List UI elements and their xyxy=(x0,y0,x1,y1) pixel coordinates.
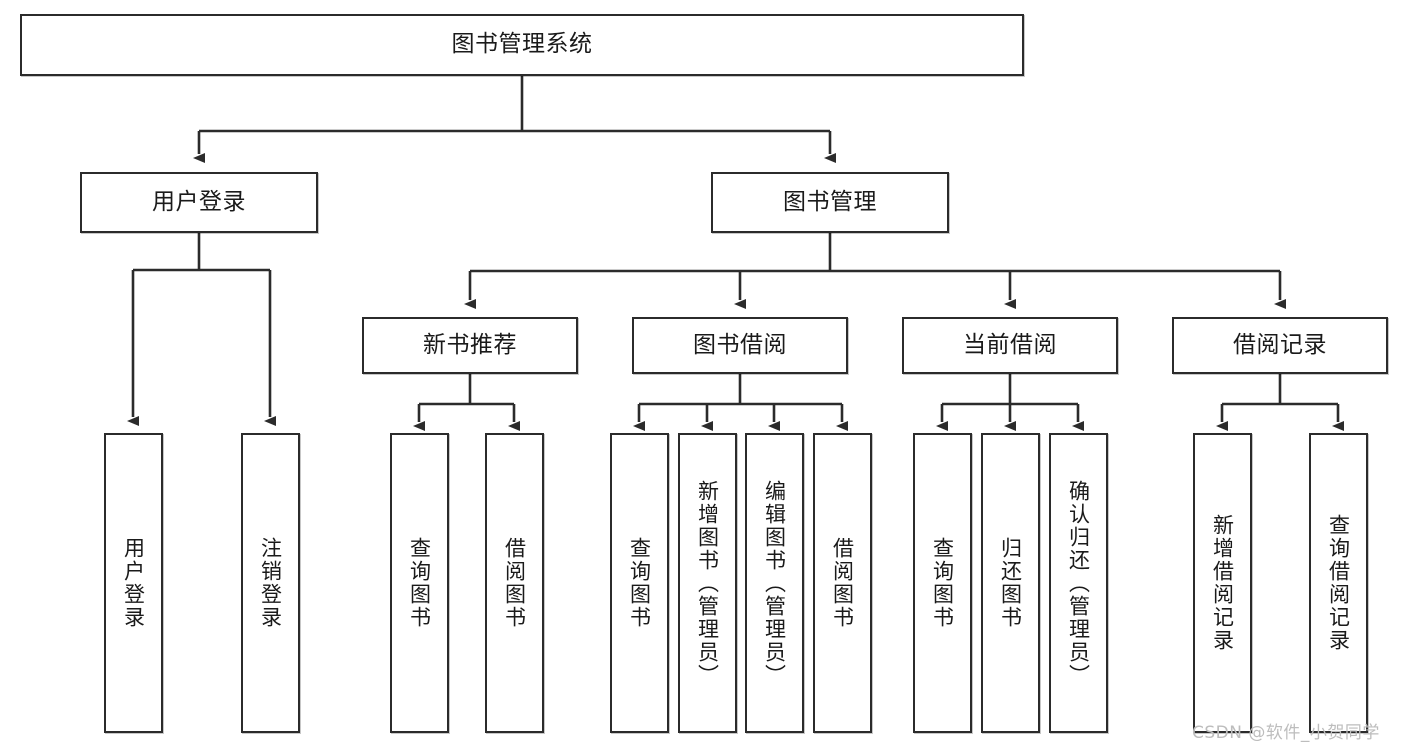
node-leaf-user-login[interactable]: 用户登录 xyxy=(104,433,163,733)
node-leaf-add-book[interactable]: 新增图书（管理员） xyxy=(678,433,737,733)
node-new-book-recommend-label: 新书推荐 xyxy=(423,331,517,358)
node-borrow-record[interactable]: 借阅记录 xyxy=(1172,317,1388,374)
node-leaf-query-book-borrow-label: 查询图书 xyxy=(627,537,652,629)
node-current-borrow[interactable]: 当前借阅 xyxy=(902,317,1118,374)
node-leaf-query-borrow-record[interactable]: 查询借阅记录 xyxy=(1309,433,1368,733)
node-root-label: 图书管理系统 xyxy=(451,31,593,58)
node-leaf-add-borrow-record-label: 新增借阅记录 xyxy=(1210,514,1235,652)
node-leaf-logout-login[interactable]: 注销登录 xyxy=(241,433,300,733)
node-leaf-user-login-label: 用户登录 xyxy=(121,537,146,629)
node-root-book-management-system[interactable]: 图书管理系统 xyxy=(20,14,1024,76)
node-new-book-recommend[interactable]: 新书推荐 xyxy=(362,317,578,374)
node-leaf-borrow-book-borrow-label: 借阅图书 xyxy=(830,537,855,629)
node-leaf-query-book-current[interactable]: 查询图书 xyxy=(913,433,972,733)
node-user-login[interactable]: 用户登录 xyxy=(80,172,318,233)
node-leaf-edit-book[interactable]: 编辑图书（管理员） xyxy=(745,433,804,733)
node-leaf-confirm-return[interactable]: 确认归还（管理员） xyxy=(1049,433,1108,733)
node-book-borrow-label: 图书借阅 xyxy=(693,331,787,358)
node-leaf-add-borrow-record[interactable]: 新增借阅记录 xyxy=(1193,433,1252,733)
node-leaf-query-book-recommend-label: 查询图书 xyxy=(407,537,432,629)
node-borrow-record-label: 借阅记录 xyxy=(1233,331,1327,358)
node-current-borrow-label: 当前借阅 xyxy=(963,331,1057,358)
node-leaf-return-book-label: 归还图书 xyxy=(998,537,1023,629)
node-leaf-add-book-label: 新增图书（管理员） xyxy=(695,479,720,687)
node-book-borrow[interactable]: 图书借阅 xyxy=(632,317,848,374)
node-book-management[interactable]: 图书管理 xyxy=(711,172,949,233)
node-leaf-query-book-current-label: 查询图书 xyxy=(930,537,955,629)
node-book-management-label: 图书管理 xyxy=(783,188,877,215)
node-leaf-query-book-borrow[interactable]: 查询图书 xyxy=(610,433,669,733)
csdn-watermark: CSDN @软件_小贺同学 xyxy=(1192,723,1380,743)
node-leaf-query-book-recommend[interactable]: 查询图书 xyxy=(390,433,449,733)
node-leaf-borrow-book-borrow[interactable]: 借阅图书 xyxy=(813,433,872,733)
node-leaf-confirm-return-label: 确认归还（管理员） xyxy=(1066,479,1091,687)
node-leaf-query-borrow-record-label: 查询借阅记录 xyxy=(1326,514,1351,652)
node-user-login-label: 用户登录 xyxy=(152,188,246,215)
node-leaf-borrow-book-recommend[interactable]: 借阅图书 xyxy=(485,433,544,733)
node-leaf-logout-login-label: 注销登录 xyxy=(258,537,283,629)
node-leaf-edit-book-label: 编辑图书（管理员） xyxy=(762,479,787,687)
node-leaf-borrow-book-recommend-label: 借阅图书 xyxy=(502,537,527,629)
node-leaf-return-book[interactable]: 归还图书 xyxy=(981,433,1040,733)
